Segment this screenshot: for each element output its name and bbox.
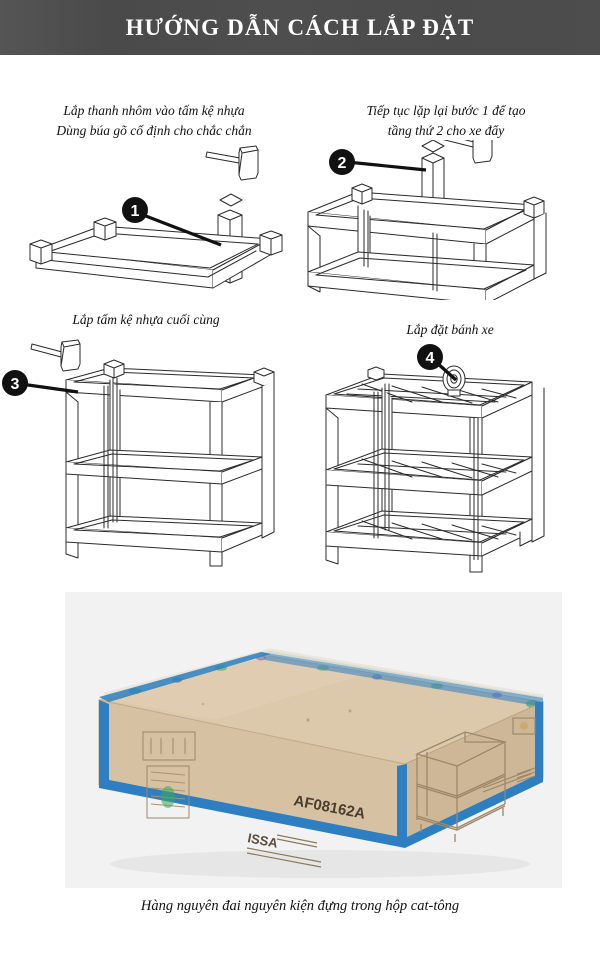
hammer-icon — [205, 145, 259, 181]
step-3-badge-label: 3 — [11, 376, 20, 393]
page-header: HƯỚNG DẪN CÁCH LẮP ĐẶT — [0, 0, 600, 55]
three-tier-shelf — [65, 359, 275, 567]
assembled-cart — [325, 365, 545, 573]
step-1-leader — [137, 211, 222, 247]
plastic-tray-base — [29, 217, 283, 289]
assembly-steps-section: Lắp thanh nhôm vào tấm kệ nhựa Dùng búa … — [0, 55, 600, 590]
page-title: HƯỚNG DẪN CÁCH LẮP ĐẶT — [125, 14, 475, 40]
two-tier-frame — [307, 183, 547, 301]
carton-box-photo: AF08162A ISSA — [65, 592, 562, 888]
step-3-figure: 3 — [0, 330, 292, 570]
box-cart-graphic — [415, 731, 507, 842]
hammer-icon — [30, 339, 81, 372]
washer-diamond — [421, 140, 445, 153]
box-surface-marks — [201, 702, 352, 722]
step-3-badge — [2, 369, 28, 396]
step-2-leader — [346, 160, 427, 172]
step-4-badge — [417, 343, 443, 370]
box-tape-corner-vertical — [397, 764, 407, 845]
box-handling-symbols — [142, 731, 196, 819]
washer-diamond — [219, 193, 243, 207]
step1-tray-and-post-illustration: 1 — [29, 145, 283, 289]
step-4-badge-label: 4 — [426, 350, 435, 367]
hammer-icon — [442, 140, 493, 164]
box-shadow — [110, 850, 530, 878]
bottom-caption: Hàng nguyên đai nguyên kiện đựng trong h… — [140, 898, 460, 914]
step3-final-shelf-illustration: 3 — [2, 339, 275, 567]
step-4-figure: 4 — [300, 340, 600, 575]
step-4-caption: Lắp đặt bánh xe — [406, 322, 494, 337]
step-1-badge-label: 1 — [131, 203, 140, 220]
box-tape-top-left-edge — [99, 652, 271, 702]
step4-caster-wheel-illustration: 4 — [325, 343, 545, 573]
box-brand-block: ISSA — [246, 830, 322, 868]
step-3-leader — [20, 381, 79, 394]
box-tape-front-bottom — [99, 778, 405, 848]
box-side-print — [482, 717, 536, 793]
box-tape-left-vertical — [99, 700, 109, 788]
step-2-figure: 2 — [296, 140, 596, 301]
step-3-caption: Lắp tấm kệ nhựa cuối cùng — [72, 312, 220, 327]
box-tape-top-right-edge — [261, 652, 543, 707]
box-tape-right-vertical — [535, 702, 543, 782]
step-2: Tiếp tục lặp lại bước 1 để tạo tầng thứ … — [296, 101, 596, 301]
step-4: Lắp đặt bánh xe — [300, 320, 600, 575]
box-tape-right-bottom — [405, 772, 543, 848]
step-2-caption: Tiếp tục lặp lại bước 1 để tạo tầng thứ … — [366, 103, 526, 138]
step-3: Lắp tấm kệ nhựa cuối cùng — [0, 310, 292, 570]
carton-box-illustration: AF08162A ISSA — [65, 592, 562, 888]
step-1-badge — [122, 197, 148, 224]
step-2-badge-label: 2 — [338, 155, 347, 172]
step-1-figure: 1 — [8, 140, 300, 290]
step-1-caption: Lắp thanh nhôm vào tấm kệ nhựa Dùng búa … — [56, 103, 252, 138]
box-brand-text: ISSA — [246, 830, 279, 851]
step-1: Lắp thanh nhôm vào tấm kệ nhựa Dùng búa … — [8, 101, 300, 290]
step2-second-tier-illustration: 2 — [307, 140, 547, 301]
step-2-badge — [329, 149, 355, 176]
